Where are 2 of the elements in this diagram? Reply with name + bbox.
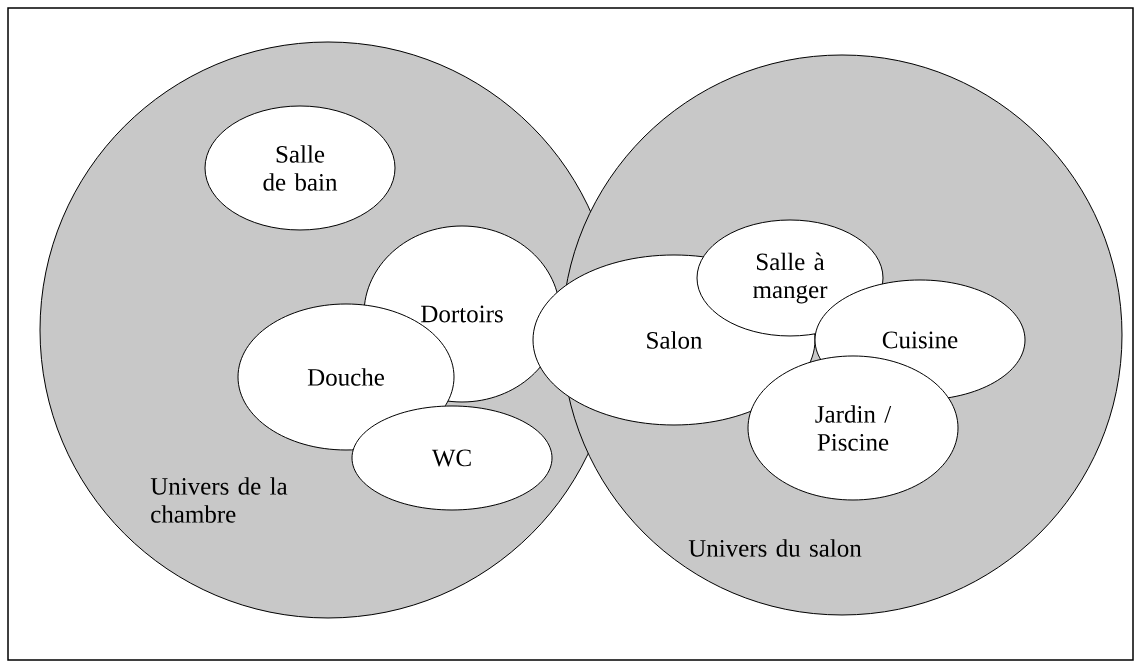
region-label: Univers du salon — [688, 539, 862, 557]
region-label: Univers de la chambre — [150, 477, 288, 523]
